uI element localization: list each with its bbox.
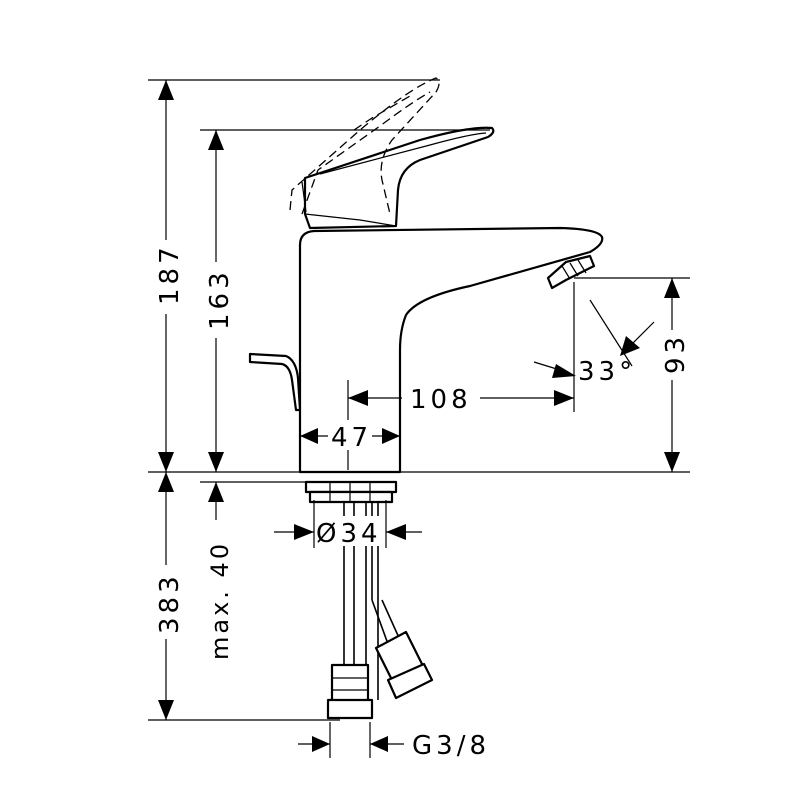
dim-spray-angle: 33°: [533, 299, 655, 387]
dim-below-counter-length-label: 383: [155, 572, 185, 634]
dim-connection-thread: G3/8: [298, 722, 490, 761]
dim-spout-reach: 108: [347, 282, 575, 470]
dim-thread-diameter-label: Ø34: [316, 519, 382, 549]
mounting-nut: [304, 480, 398, 504]
dim-overall-height: 187: [148, 79, 440, 472]
pop-up-rod: [248, 352, 302, 412]
dim-max-counter-thickness: max. 40: [200, 481, 310, 660]
dim-connection-thread-label: G3/8: [412, 731, 490, 761]
flex-hose-hot: [371, 502, 434, 700]
dim-outlet-height: 93: [574, 277, 691, 472]
dim-max-counter-thickness-label: max. 40: [206, 541, 234, 660]
lever-handle: [301, 126, 495, 230]
dim-spout-height: 163: [200, 129, 490, 472]
faucet-body: [298, 226, 604, 474]
dim-spray-angle-label: 33°: [578, 357, 636, 387]
lever-handle-raised-outline: [289, 77, 440, 215]
dim-spout-height-label: 163: [205, 268, 235, 330]
dim-body-width: 47: [300, 420, 400, 453]
dim-body-width-label: 47: [331, 423, 372, 453]
dim-below-counter-length: 383: [148, 472, 340, 721]
dim-thread-diameter: Ø34: [274, 500, 422, 549]
dim-spout-reach-label: 108: [410, 385, 472, 415]
dim-overall-height-label: 187: [155, 243, 185, 305]
dim-outlet-height-label: 93: [661, 333, 691, 374]
